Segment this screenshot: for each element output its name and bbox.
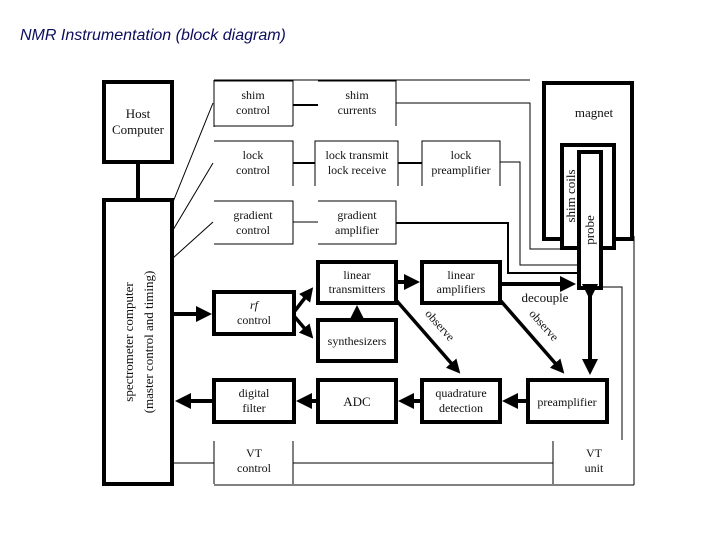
shim-control-label-2: control xyxy=(236,103,271,117)
observe-arrow-transmitters-to-quadrature xyxy=(394,298,461,374)
digital-filter-label-2: filter xyxy=(242,401,265,415)
control-bus-lines xyxy=(172,102,214,259)
gradient-control-block[interactable]: gradient control xyxy=(214,200,294,245)
page-title: NMR Instrumentation (block diagram) xyxy=(20,27,286,44)
synthesizers-block[interactable]: synthesizers xyxy=(316,318,398,363)
gradient-amplifier-block[interactable]: gradient amplifier xyxy=(318,200,397,245)
gradient-control-label-1: gradient xyxy=(233,208,273,222)
lock-transmit-label: lock transmit xyxy=(326,148,390,162)
linear-transmitters-label-2: transmitters xyxy=(329,282,386,296)
shim-control-block[interactable]: shim control xyxy=(214,80,294,127)
outer-frame xyxy=(213,79,635,486)
quadrature-detection-block[interactable]: quadrature detection xyxy=(420,378,502,424)
lock-preamplifier-label-2: preamplifier xyxy=(431,163,490,177)
vt-unit-block[interactable]: VT unit xyxy=(552,441,604,484)
probe-to-vt-line xyxy=(601,286,623,440)
probe-block[interactable]: probe xyxy=(577,150,603,290)
host-computer-label-1: Host xyxy=(126,106,151,121)
lock-control-label-1: lock xyxy=(243,148,264,162)
rf-control-block[interactable]: rf control xyxy=(212,290,296,336)
spectrometer-computer-label-1: spectrometer computer xyxy=(121,282,136,402)
digital-filter-block[interactable]: digital filter xyxy=(212,378,296,424)
rf-control-label-2: control xyxy=(237,313,272,327)
linear-amplifiers-label-2: amplifiers xyxy=(437,282,486,296)
quadrature-detection-label-2: detection xyxy=(439,401,483,415)
linear-transmitters-label-1: linear xyxy=(343,268,370,282)
host-computer-label-2: Computer xyxy=(112,122,165,137)
rf-to-transmitters-arrow xyxy=(292,287,314,314)
magnet-feed-lines xyxy=(396,102,579,274)
gradient-amplifier-label-2: amplifier xyxy=(335,223,379,237)
vt-control-block[interactable]: VT control xyxy=(213,441,294,484)
adc-label: ADC xyxy=(343,394,370,409)
linear-amplifiers-label-1: linear xyxy=(447,268,474,282)
lock-preamplifier-label-1: lock xyxy=(451,148,472,162)
preamplifier-block[interactable]: preamplifier xyxy=(526,378,609,424)
lock-transmit-receive-block[interactable]: lock transmit lock receive xyxy=(314,140,399,186)
shim-currents-label-1: shim xyxy=(345,88,369,102)
vt-unit-label-2: unit xyxy=(585,461,604,475)
lock-control-label-2: control xyxy=(236,163,271,177)
quadrature-detection-label-1: quadrature xyxy=(435,386,486,400)
rf-control-label-1: rf xyxy=(250,298,260,312)
linear-transmitters-block[interactable]: linear transmitters xyxy=(316,260,398,305)
spectrometer-computer-block[interactable]: spectrometer computer (master control an… xyxy=(102,198,174,486)
spectrometer-computer-label-2: (master control and timing) xyxy=(141,271,156,414)
host-computer-block[interactable]: Host Computer xyxy=(102,80,174,164)
vt-control-label-1: VT xyxy=(246,446,263,460)
shim-currents-block[interactable]: shim currents xyxy=(318,80,397,126)
lock-preamplifier-block[interactable]: lock preamplifier xyxy=(421,140,501,186)
gradient-amplifier-label-1: gradient xyxy=(337,208,377,222)
decouple-label: decouple xyxy=(522,290,569,305)
shim-coils-label: shim coils xyxy=(563,169,578,222)
rf-to-synthesizers-arrow xyxy=(292,314,314,339)
vt-control-label-2: control xyxy=(237,461,272,475)
observe-arrow-amplifiers-to-preamplifier xyxy=(498,298,565,374)
digital-filter-label-1: digital xyxy=(239,386,270,400)
adc-block[interactable]: ADC xyxy=(316,378,398,424)
magnet-label: magnet xyxy=(575,105,614,120)
lock-control-block[interactable]: lock control xyxy=(214,140,294,186)
shim-control-label-1: shim xyxy=(241,88,265,102)
preamplifier-label: preamplifier xyxy=(537,395,596,409)
shim-currents-label-2: currents xyxy=(338,103,377,117)
linear-amplifiers-block[interactable]: linear amplifiers xyxy=(420,260,502,305)
lock-receive-label: lock receive xyxy=(328,163,386,177)
synthesizers-label: synthesizers xyxy=(328,334,387,348)
gradient-control-label-2: control xyxy=(236,223,271,237)
probe-label: probe xyxy=(582,215,597,245)
vt-unit-label-1: VT xyxy=(586,446,603,460)
